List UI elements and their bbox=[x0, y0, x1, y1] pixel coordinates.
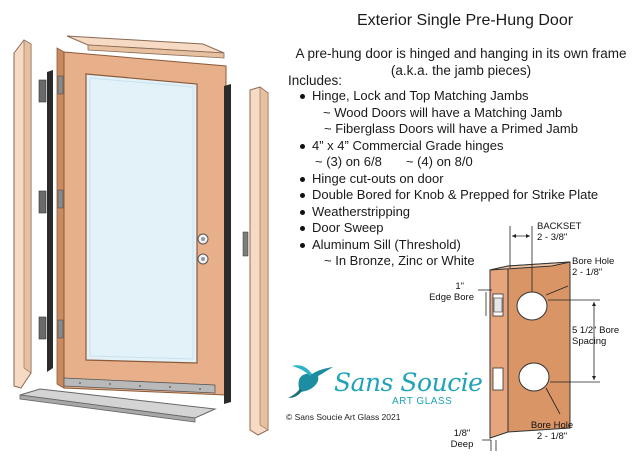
feature-fiberglass-note: ~ Fiberglass Doors will have a Primed Ja… bbox=[324, 121, 578, 136]
detail-edge-bore-bottom bbox=[492, 367, 504, 391]
deep-title: Deep bbox=[450, 439, 474, 450]
hinge-count-80: ~ (4) on 8/0 bbox=[405, 154, 473, 169]
brand-subtitle: ART GLASS bbox=[392, 396, 453, 407]
intro-text: A pre-hung door is hinged and hanging in… bbox=[286, 45, 636, 79]
backset-value: 2 - 3/8" bbox=[537, 232, 568, 243]
edge-bore-label: Edge Bore bbox=[429, 292, 474, 303]
features-list: Hinge, Lock and Top Matching Jambs ~ Woo… bbox=[296, 88, 636, 270]
detail-door-face bbox=[507, 261, 571, 433]
detail-latch-plate bbox=[493, 297, 503, 313]
backset-title: BACKSET bbox=[537, 221, 582, 232]
feature-hinge-counts: ~ (3) on 6/8 ~ (4) on 8/0 bbox=[296, 154, 636, 171]
feature-cutouts: Hinge cut-outs on door bbox=[296, 171, 636, 188]
brand-name: Sans Soucie bbox=[334, 368, 483, 397]
intro-line-1: A pre-hung door is hinged and hanging in… bbox=[295, 46, 627, 61]
includes-label: Includes: bbox=[288, 73, 343, 88]
deep-label: 1/8" Deep bbox=[442, 428, 482, 450]
bore-hole-top-size: 2 - 1/8" bbox=[572, 267, 603, 278]
strike-plate bbox=[242, 231, 249, 257]
weatherstrip-left bbox=[47, 70, 53, 372]
feature-sweep: Door Sweep bbox=[296, 220, 636, 237]
bore-hole-top-label: Bore Hole 2 - 1/8" bbox=[572, 256, 614, 278]
detail-bore-hole-top bbox=[516, 291, 548, 321]
page-title: Exterior Single Pre-Hung Door bbox=[356, 12, 574, 29]
glass-panel bbox=[85, 73, 198, 364]
door-bore-holes bbox=[197, 233, 209, 265]
edge-bore-size-label: 1" bbox=[455, 281, 464, 292]
feature-hinges: 4” x 4” Commercial Grade hinges bbox=[296, 138, 636, 155]
spacing-line-1: 5 1/2" Bore bbox=[572, 325, 620, 336]
feature-jambs: Hinge, Lock and Top Matching Jambs bbox=[296, 88, 636, 105]
feature-weatherstripping: Weatherstripping bbox=[296, 204, 636, 221]
bore-hole-top-title: Bore Hole bbox=[572, 256, 615, 267]
feature-sill-finishes: ~ In Bronze, Zinc or White bbox=[324, 253, 475, 268]
weatherstrip-right bbox=[224, 84, 231, 404]
bore-hole-bottom-label: Bore Hole 2 - 1/8" bbox=[520, 420, 584, 442]
feature-bored: Double Bored for Knob & Prepped for Stri… bbox=[296, 187, 636, 204]
feature-sill: Aluminum Sill (Threshold) bbox=[296, 237, 636, 254]
feature-wood-note: ~ Wood Doors will have a Matching Jamb bbox=[323, 104, 563, 120]
bore-hole-bottom-size: 2 - 1/8" bbox=[536, 431, 568, 442]
bore-hole-bottom-title: Bore Hole bbox=[530, 420, 574, 431]
jamb-hinge-icons bbox=[38, 79, 47, 340]
hinge-count-68: ~ (3) on 6/8 bbox=[315, 154, 382, 169]
spacing-line-2: Spacing bbox=[572, 336, 607, 347]
spacing-label: 5 1/2" Bore Spacing bbox=[572, 325, 619, 347]
detail-bore-hole-bottom bbox=[518, 362, 550, 392]
detail-door-edge bbox=[489, 265, 509, 439]
copyright-text: © Sans Soucie Art Glass 2021 bbox=[286, 412, 401, 422]
hummingbird-logo-icon bbox=[288, 365, 333, 398]
backset-label: BACKSET 2 - 3/8" bbox=[537, 221, 581, 243]
deep-size: 1/8" bbox=[453, 428, 471, 439]
intro-line-2: (a.k.a. the jamb pieces) bbox=[390, 63, 532, 78]
